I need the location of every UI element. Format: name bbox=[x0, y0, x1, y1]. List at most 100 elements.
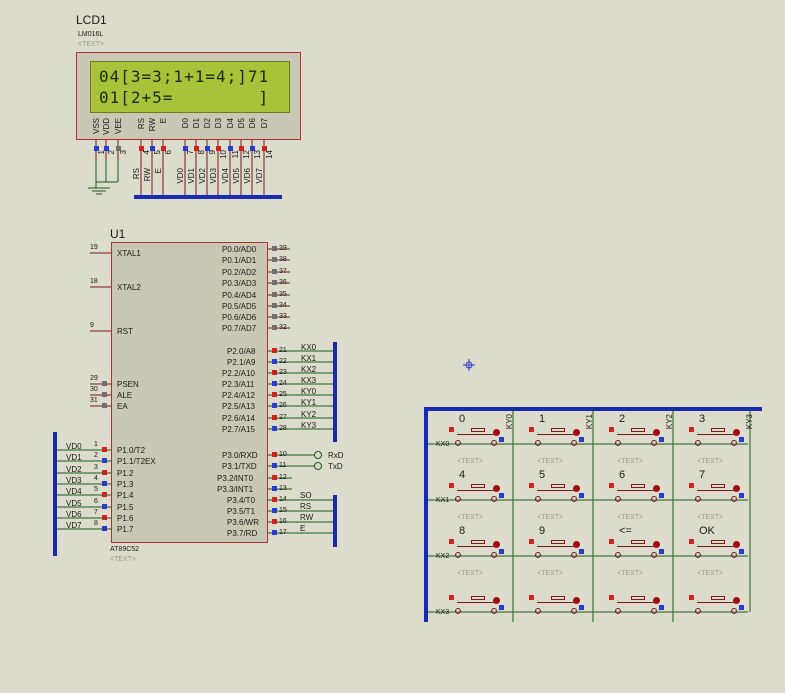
keypad-switch[interactable] bbox=[609, 425, 664, 449]
keypad-switch[interactable] bbox=[689, 481, 744, 505]
mcu-pin-name: P2.6/A14 bbox=[222, 414, 255, 423]
mcu-pin-name: P0.5/AD5 bbox=[222, 302, 257, 311]
mcu-pin-name: P1.7 bbox=[117, 525, 134, 534]
mcu-pin-name: P3.7/RD bbox=[227, 529, 258, 538]
lcd-pin-marker[interactable] bbox=[216, 146, 221, 151]
mcu-pin-marker[interactable] bbox=[272, 370, 277, 375]
mcu-pin-marker[interactable] bbox=[272, 381, 277, 386]
mcu-pin-marker[interactable] bbox=[102, 381, 107, 386]
mcu-pin-marker[interactable] bbox=[272, 519, 277, 524]
mcu-p3-net-label: RxD bbox=[328, 451, 344, 460]
lcd-text-tag: <TEXT> bbox=[78, 41, 105, 48]
lcd-pin-marker[interactable] bbox=[139, 146, 144, 151]
lcd-pin-marker[interactable] bbox=[205, 146, 210, 151]
lcd-pin-marker[interactable] bbox=[239, 146, 244, 151]
mcu-pin-marker[interactable] bbox=[102, 470, 107, 475]
mcu-pin-marker[interactable] bbox=[272, 359, 277, 364]
mcu-pin-marker[interactable] bbox=[272, 280, 277, 285]
keypad-text-tag: <TEXT> bbox=[697, 514, 724, 521]
mcu-pin-marker[interactable] bbox=[272, 246, 277, 251]
keypad-switch[interactable] bbox=[689, 425, 744, 449]
mcu-pin-number: 28 bbox=[279, 425, 287, 432]
keypad-row-net: KX1 bbox=[436, 497, 450, 504]
mcu-pin-number: 35 bbox=[279, 291, 287, 298]
keypad-switch[interactable] bbox=[449, 481, 504, 505]
lcd-pin-marker[interactable] bbox=[183, 146, 188, 151]
keypad-switch[interactable] bbox=[609, 481, 664, 505]
lcd-pin-marker[interactable] bbox=[194, 146, 199, 151]
keypad-switch[interactable] bbox=[529, 425, 584, 449]
mcu-pin-marker[interactable] bbox=[272, 463, 277, 468]
mcu-pin-marker[interactable] bbox=[272, 325, 277, 330]
mcu-pin-name: P0.0/AD0 bbox=[222, 245, 257, 254]
keypad-text-tag: <TEXT> bbox=[457, 570, 484, 577]
keypad-key-label: 7 bbox=[699, 469, 706, 481]
keypad-switch[interactable] bbox=[529, 593, 584, 617]
mcu-pin-marker[interactable] bbox=[272, 348, 277, 353]
lcd-pin-marker[interactable] bbox=[161, 146, 166, 151]
mcu-p1-net-label: VD5 bbox=[66, 499, 82, 508]
lcd-pin-marker[interactable] bbox=[250, 146, 255, 151]
mcu-p1-net-label: VD3 bbox=[66, 476, 82, 485]
keypad-key-label: 2 bbox=[619, 413, 626, 425]
mcu-pin-marker[interactable] bbox=[272, 392, 277, 397]
lcd-pin-marker[interactable] bbox=[116, 146, 121, 151]
mcu-pin-marker[interactable] bbox=[102, 492, 107, 497]
lcd-pin-number: 3 bbox=[119, 150, 128, 155]
lcd-pin-marker[interactable] bbox=[104, 146, 109, 151]
mcu-pin-marker[interactable] bbox=[272, 530, 277, 535]
mcu-pin-marker[interactable] bbox=[102, 481, 107, 486]
mcu-pin-marker[interactable] bbox=[102, 392, 107, 397]
mcu-pin-name: P2.3/A11 bbox=[222, 380, 255, 389]
mcu-pin-marker[interactable] bbox=[272, 314, 277, 319]
mcu-pin-number: 27 bbox=[279, 414, 287, 421]
mcu-pin-marker[interactable] bbox=[272, 486, 277, 491]
mcu-pin-marker[interactable] bbox=[272, 497, 277, 502]
mcu-pin-marker[interactable] bbox=[102, 447, 107, 452]
keypad-switch[interactable] bbox=[609, 537, 664, 561]
lcd-pin-marker[interactable] bbox=[262, 146, 267, 151]
keypad-key-label: OK bbox=[699, 525, 715, 537]
keypad-switch[interactable] bbox=[689, 593, 744, 617]
mcu-pin-marker[interactable] bbox=[272, 303, 277, 308]
mcu-pin-number: 32 bbox=[279, 324, 287, 331]
lcd-pin-marker[interactable] bbox=[150, 146, 155, 151]
mcu-pin-marker[interactable] bbox=[102, 504, 107, 509]
mcu-chip[interactable] bbox=[111, 242, 268, 543]
mcu-pin-marker[interactable] bbox=[272, 403, 277, 408]
mcu-pin-marker[interactable] bbox=[272, 452, 277, 457]
keypad-switch[interactable] bbox=[529, 481, 584, 505]
mcu-pin-marker[interactable] bbox=[272, 415, 277, 420]
lcd-pin-number: 14 bbox=[265, 150, 274, 159]
mcu-pin-number: 26 bbox=[279, 402, 287, 409]
mcu-pin-name: P2.1/A9 bbox=[227, 358, 256, 367]
lcd-net-label: E bbox=[154, 168, 163, 174]
mcu-pin-marker[interactable] bbox=[272, 475, 277, 480]
mcu-pin-marker[interactable] bbox=[272, 257, 277, 262]
lcd-net-label: VD6 bbox=[243, 168, 252, 184]
lcd-pin-name: RW bbox=[148, 118, 157, 132]
keypad-switch[interactable] bbox=[609, 593, 664, 617]
mcu-pin-name: P1.2 bbox=[117, 469, 134, 478]
lcd-pin-marker[interactable] bbox=[94, 146, 99, 151]
mcu-pin-name: P0.2/AD2 bbox=[222, 268, 257, 277]
keypad-switch[interactable] bbox=[529, 537, 584, 561]
keypad-switch[interactable] bbox=[449, 593, 504, 617]
mcu-pin-marker[interactable] bbox=[272, 292, 277, 297]
lcd-pin-number: 10 bbox=[219, 150, 228, 159]
mcu-pin-marker[interactable] bbox=[102, 515, 107, 520]
mcu-pin-marker[interactable] bbox=[272, 426, 277, 431]
lcd-pin-marker[interactable] bbox=[228, 146, 233, 151]
mcu-p1-net-label: VD7 bbox=[66, 521, 82, 530]
keypad-row-net: KX2 bbox=[436, 553, 450, 560]
mcu-pin-marker[interactable] bbox=[272, 269, 277, 274]
mcu-pin-marker[interactable] bbox=[102, 458, 107, 463]
mcu-pin-marker[interactable] bbox=[272, 508, 277, 513]
mcu-pin-number: 6 bbox=[94, 498, 98, 505]
keypad-switch[interactable] bbox=[689, 537, 744, 561]
keypad-switch[interactable] bbox=[449, 537, 504, 561]
keypad-switch[interactable] bbox=[449, 425, 504, 449]
mcu-pin-marker[interactable] bbox=[102, 403, 107, 408]
mcu-pin-marker[interactable] bbox=[102, 526, 107, 531]
mcu-pin-number: 12 bbox=[279, 474, 287, 481]
